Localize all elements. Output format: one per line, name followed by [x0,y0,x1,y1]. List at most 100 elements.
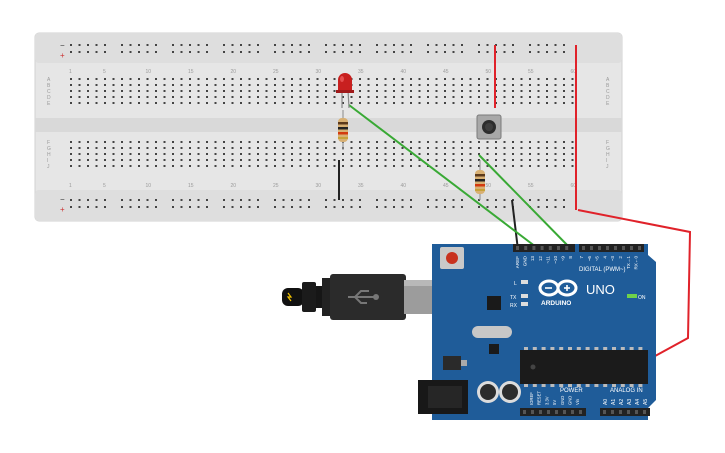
row-letter-right: B [606,83,610,89]
analog-pin-label: A3 [627,399,633,405]
column-number-top: 40 [401,69,407,75]
row-letter-left: G [47,146,51,152]
column-number-top: 45 [443,69,449,75]
digital-pin-label: 8 [568,256,573,259]
model-label: UNO [586,282,615,297]
on-label: ON [638,295,646,301]
row-letter-left: D [47,95,51,101]
column-number-bottom: 5 [103,183,106,189]
column-number-bottom: 40 [401,183,407,189]
row-letter-right: C [606,89,610,95]
breadboard[interactable]: 1155101015152020252530303535404045455050… [34,32,623,222]
row-letter-left: B [47,83,51,89]
column-number-top: 35 [358,69,364,75]
power-pin-label: IOREF [529,392,534,405]
column-number-bottom: 45 [443,183,449,189]
breadboard-holes [70,44,574,208]
digital-pin-label: ~11 [545,256,550,264]
column-number-bottom: 25 [273,183,279,189]
analog-pin-label: A4 [635,399,641,405]
column-number-bottom: 50 [486,183,492,189]
column-number-bottom: 30 [316,183,322,189]
column-number-top: 50 [486,69,492,75]
rx-label: RX [510,303,518,309]
row-letter-right: A [606,77,610,83]
column-number-top: 20 [231,69,237,75]
resistor-led[interactable] [338,110,348,150]
power-pin-label: 5V [552,400,557,405]
column-number-bottom: 20 [231,183,237,189]
column-number-top: 30 [316,69,322,75]
rail-plus-bottom: + [60,205,65,214]
column-number-bottom: 55 [528,183,534,189]
power-pin-label: RESET [537,391,542,405]
wire-black-resistor-ground[interactable] [511,199,519,251]
digital-pin-label: 12 [538,256,543,262]
row-letter-left: E [47,101,51,107]
wire-green-button-to-pin[interactable] [478,154,573,251]
digital-label: DIGITAL (PWM~) [579,267,626,273]
row-letter-left: I [47,158,48,164]
power-header[interactable] [520,408,586,416]
power-label: POWER [560,388,583,394]
column-number-top: 60 [571,69,577,75]
power-pin-label: GND [560,396,565,405]
digital-pin-label: RX←0 [634,256,639,270]
row-letter-right: D [606,95,610,101]
digital-pin-label: ~10 [553,256,558,264]
column-number-bottom: 10 [146,183,152,189]
row-letter-right: G [606,146,610,152]
digital-header-right[interactable] [579,244,644,252]
row-letter-right: F [606,140,609,146]
led-red[interactable] [336,73,354,109]
rail-plus-top: + [60,51,65,60]
digital-header-left[interactable] [513,244,575,252]
row-letter-left: A [47,77,51,83]
digital-pin-label: GND [523,255,528,266]
digital-pin-label: AREF [515,256,520,268]
rail-minus-bottom: − [60,195,65,204]
row-letter-right: H [606,152,610,158]
atmega-chip [520,350,648,384]
wires[interactable] [338,45,692,409]
row-letter-right: E [606,101,610,107]
digital-pin-label: ~9 [561,256,566,262]
analog-pin-label: A0 [603,399,609,405]
column-number-top: 55 [528,69,534,75]
push-button[interactable] [476,114,502,140]
breadboard-labels: 1155101015152020252530303535404045455050… [47,69,610,189]
row-letter-left: C [47,89,51,95]
digital-pin-label: TX→1 [626,256,631,269]
power-pin-label: Vin [575,398,580,405]
resistor-button[interactable] [475,160,485,200]
digital-pin-label: 2 [618,256,623,259]
row-letter-left: H [47,152,51,158]
column-number-bottom: 15 [188,183,194,189]
analog-pin-label: A1 [611,399,617,405]
row-letter-left: F [47,140,50,146]
rail-minus-top: − [60,41,65,50]
wire-green-led-to-pin[interactable] [348,104,541,251]
power-pin-label: 3.3V [544,396,549,405]
l-label: L [514,281,517,287]
row-letter-right: I [606,158,607,164]
analog-pin-label: A2 [619,399,625,405]
brand-label: ARDUINO [541,300,571,307]
column-number-bottom: 1 [69,183,72,189]
digital-pin-label: ~3 [610,256,615,262]
usb-cable[interactable] [282,274,444,320]
row-letter-left: J [47,164,50,170]
analog-header[interactable] [600,408,650,416]
column-number-top: 15 [188,69,194,75]
tx-label: TX [510,295,517,301]
column-number-top: 10 [146,69,152,75]
digital-pin-label: ~6 [587,256,592,262]
power-pin-label: GND [568,396,573,405]
analog-label: ANALOG IN [610,388,643,394]
column-number-top: 5 [103,69,106,75]
